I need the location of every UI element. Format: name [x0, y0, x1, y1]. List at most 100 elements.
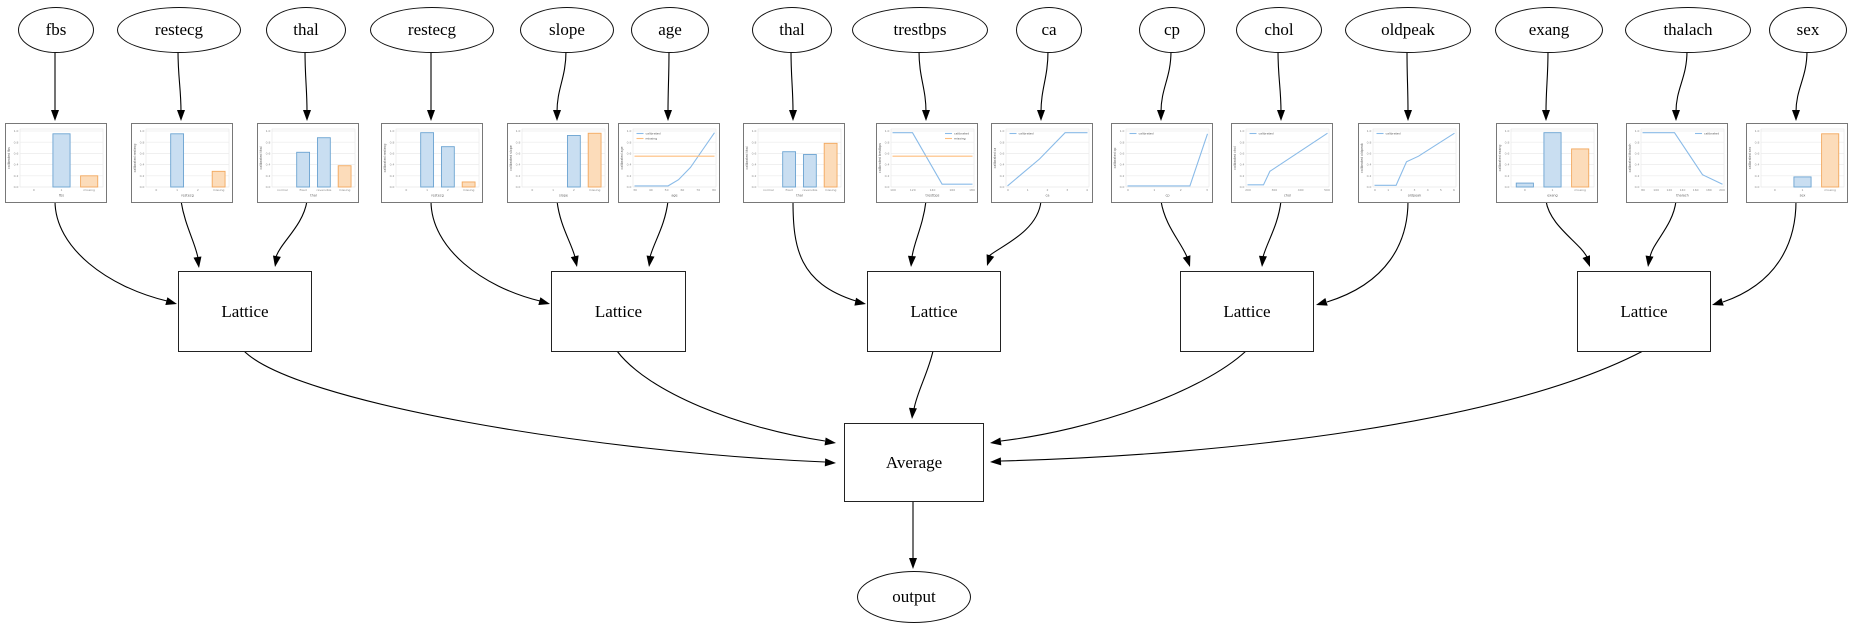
svg-text:160: 160: [949, 188, 955, 192]
svg-text:1.0: 1.0: [516, 129, 521, 133]
feature-node-thalach: thalach: [1625, 7, 1751, 53]
svg-text:0.0: 0.0: [1755, 185, 1760, 189]
svg-text:0: 0: [1127, 188, 1129, 192]
bar-1: [1793, 176, 1812, 188]
svg-text:0.8: 0.8: [627, 140, 632, 144]
feature-node-thal: thal: [266, 7, 346, 53]
svg-text:0.8: 0.8: [752, 140, 757, 144]
arrowhead: [1258, 255, 1267, 267]
feature-node-label: trestbps: [893, 20, 947, 39]
svg-text:1: 1: [552, 188, 554, 192]
feature-node-cp: cp: [1139, 7, 1205, 53]
bar-missing: [823, 142, 838, 188]
svg-text:0.0: 0.0: [1367, 185, 1372, 189]
arrowhead: [1542, 110, 1550, 121]
svg-text:fixed: fixed: [299, 188, 306, 192]
svg-text:2: 2: [197, 188, 199, 192]
svg-text:0.6: 0.6: [1240, 152, 1245, 156]
svg-text:0.2: 0.2: [266, 174, 271, 178]
svg-text:0.4: 0.4: [1505, 163, 1510, 167]
svg-text:1.0: 1.0: [1120, 129, 1125, 133]
svg-text:0: 0: [33, 188, 35, 192]
svg-text:160: 160: [1693, 188, 1699, 192]
svg-text:100: 100: [1653, 188, 1659, 192]
svg-text:1: 1: [1802, 188, 1804, 192]
bar-fixed: [296, 151, 311, 188]
series-calibrated: [1374, 132, 1455, 186]
arrowhead: [1712, 297, 1724, 306]
svg-text:1: 1: [1153, 188, 1155, 192]
svg-text:1.0: 1.0: [885, 129, 890, 133]
svg-text:slope: slope: [559, 194, 568, 198]
svg-text:0.8: 0.8: [266, 140, 271, 144]
svg-text:0.2: 0.2: [1635, 174, 1640, 178]
lattice-node-3: Lattice: [1180, 271, 1314, 352]
svg-text:0: 0: [155, 188, 157, 192]
bar-0: [1515, 182, 1534, 188]
svg-text:exang: exang: [1547, 194, 1557, 198]
arrowhead: [570, 255, 579, 267]
svg-text:1: 1: [1027, 188, 1029, 192]
svg-text:0.8: 0.8: [885, 140, 890, 144]
svg-text:0.6: 0.6: [1635, 152, 1640, 156]
svg-text:0.4: 0.4: [1000, 163, 1005, 167]
svg-text:0: 0: [1374, 188, 1376, 192]
svg-text:0.4: 0.4: [1755, 163, 1760, 167]
feature-node-label: chol: [1264, 20, 1294, 39]
svg-text:0.2: 0.2: [1755, 174, 1760, 178]
svg-text:1.0: 1.0: [14, 129, 19, 133]
arrowhead: [646, 255, 655, 267]
svg-text:ca: ca: [1046, 194, 1050, 198]
svg-text:0.6: 0.6: [752, 152, 757, 156]
arrowhead: [1582, 255, 1590, 267]
svg-text:1: 1: [1552, 188, 1554, 192]
svg-text:0.2: 0.2: [1120, 174, 1125, 178]
svg-text:0.6: 0.6: [1755, 152, 1760, 156]
feature-node-label: thal: [293, 20, 319, 39]
arrowhead: [1645, 255, 1654, 267]
arrowhead: [824, 437, 836, 446]
svg-text:3: 3: [1414, 188, 1416, 192]
feature-node-label: thal: [779, 20, 805, 39]
arrowhead: [907, 255, 916, 267]
svg-text:calibrated oldpeak: calibrated oldpeak: [1360, 143, 1364, 173]
svg-text:0.4: 0.4: [885, 163, 890, 167]
bar-reversible: [316, 137, 331, 188]
arrowhead: [664, 110, 672, 121]
bar-missing: [211, 170, 226, 188]
bar-missing: [1821, 133, 1840, 188]
svg-text:1.0: 1.0: [1000, 129, 1005, 133]
bar-2: [440, 146, 455, 188]
svg-text:1.0: 1.0: [1635, 129, 1640, 133]
svg-text:missing: missing: [213, 188, 225, 192]
arrowhead: [824, 458, 836, 467]
arrowhead: [1316, 297, 1328, 306]
svg-text:0: 0: [1524, 188, 1526, 192]
svg-text:0.8: 0.8: [1120, 140, 1125, 144]
svg-text:oldpeak: oldpeak: [1408, 194, 1421, 198]
svg-text:0.6: 0.6: [14, 152, 19, 156]
feature-node-fbs: fbs: [18, 7, 94, 53]
bar-missing: [80, 175, 99, 188]
svg-text:0.8: 0.8: [1000, 140, 1005, 144]
svg-text:calibrated thalach: calibrated thalach: [1628, 144, 1632, 173]
svg-text:0.6: 0.6: [1120, 152, 1125, 156]
svg-text:120: 120: [1666, 188, 1672, 192]
series-calibrated: [1247, 132, 1328, 186]
legend-entry: calibrated: [646, 132, 661, 136]
svg-text:0.6: 0.6: [1505, 152, 1510, 156]
lattice-node-label: Lattice: [594, 301, 643, 321]
svg-text:70: 70: [696, 188, 700, 192]
svg-text:0.2: 0.2: [1000, 174, 1005, 178]
svg-text:0.2: 0.2: [1367, 174, 1372, 178]
